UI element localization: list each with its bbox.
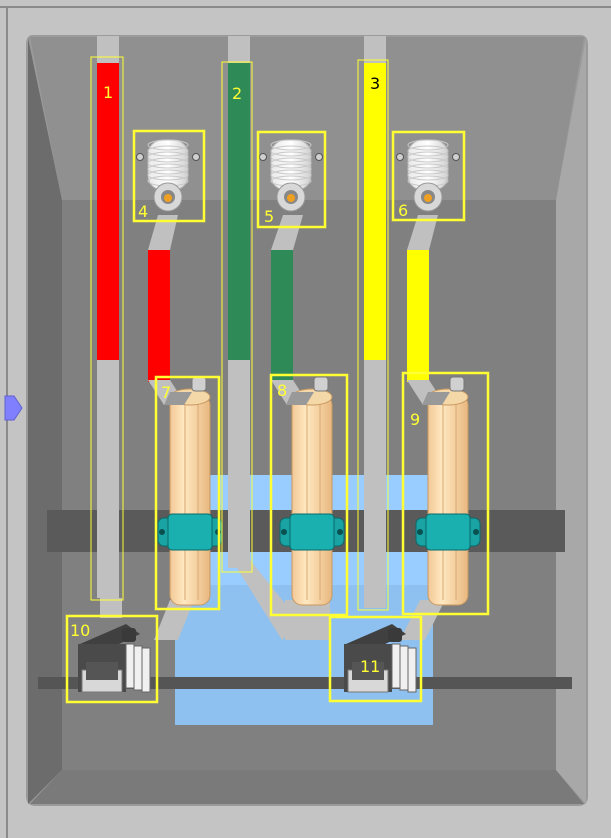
phase-links bbox=[148, 215, 445, 405]
highlight-1: 1 bbox=[90, 56, 124, 601]
highlight-10: 10 bbox=[65, 614, 159, 704]
busbar-2[interactable] bbox=[228, 36, 250, 568]
grounding-switches bbox=[78, 624, 417, 693]
component-label-8: 8 bbox=[277, 381, 287, 400]
post-insulator-9[interactable] bbox=[415, 376, 481, 606]
busbar-3[interactable] bbox=[364, 36, 386, 608]
component-label-11: 11 bbox=[360, 657, 380, 676]
lower-rail bbox=[38, 677, 572, 689]
highlight-3: 3 bbox=[357, 59, 389, 611]
highlight-5: 5 bbox=[256, 130, 327, 229]
component-label-4: 4 bbox=[138, 202, 148, 221]
component-label-5: 5 bbox=[264, 207, 274, 226]
component-label-6: 6 bbox=[398, 201, 408, 220]
component-label-7: 7 bbox=[161, 383, 171, 402]
arrow-right-icon[interactable] bbox=[4, 395, 23, 421]
post-insulators bbox=[157, 376, 481, 606]
highlight-7: 7 bbox=[154, 375, 221, 611]
bushing-6[interactable] bbox=[396, 139, 460, 212]
busbars bbox=[97, 36, 386, 608]
busbar-1[interactable] bbox=[97, 36, 119, 598]
grounding-switch-11[interactable] bbox=[344, 624, 417, 693]
highlight-8: 8 bbox=[269, 373, 349, 617]
component-label-3: 3 bbox=[370, 74, 380, 93]
highlight-11: 11 bbox=[328, 615, 423, 703]
highlight-9: 9 bbox=[401, 371, 490, 616]
highlight-6: 6 bbox=[391, 130, 466, 222]
post-insulator-8[interactable] bbox=[279, 376, 345, 606]
bushing-4[interactable] bbox=[136, 139, 200, 212]
bushings bbox=[136, 139, 460, 212]
component-highlights: 1 2 3 4 5 6 7 8 9 10 11 bbox=[65, 56, 490, 704]
component-label-9: 9 bbox=[410, 410, 420, 429]
component-label-1: 1 bbox=[103, 83, 113, 102]
highlight-2: 2 bbox=[221, 61, 253, 573]
component-label-2: 2 bbox=[232, 84, 242, 103]
post-insulator-7[interactable] bbox=[157, 376, 223, 606]
grounding-switch-10[interactable] bbox=[78, 624, 151, 693]
bushing-5[interactable] bbox=[259, 139, 323, 212]
highlight-4: 4 bbox=[132, 129, 206, 223]
component-label-10: 10 bbox=[70, 621, 90, 640]
